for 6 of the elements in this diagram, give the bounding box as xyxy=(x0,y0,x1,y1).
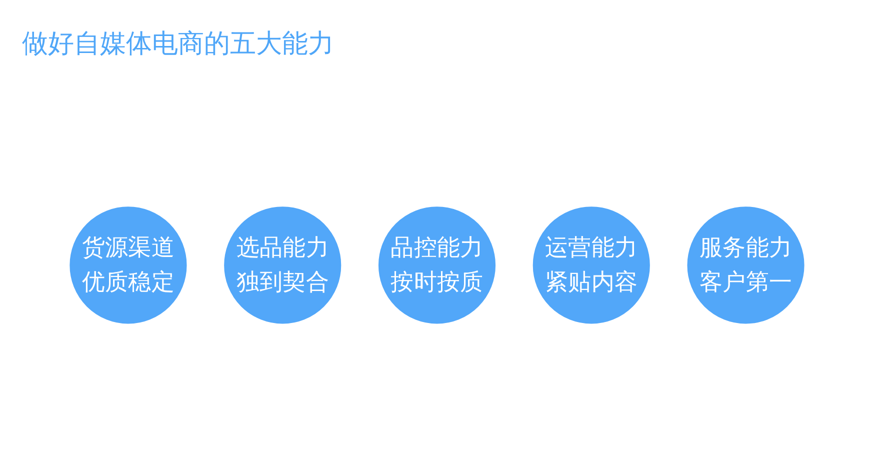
node-circle: 服务能力 客户第一 xyxy=(687,206,804,324)
node-circle: 运营能力 紧贴内容 xyxy=(532,206,650,324)
title: 做好自媒体电商的五大能力 xyxy=(22,28,334,61)
node-circle: 选品能力 独到契合 xyxy=(224,206,342,324)
node-circle: 品控能力 按时按质 xyxy=(378,206,496,324)
node-circle: 货源渠道 优质稳定 xyxy=(70,206,187,324)
